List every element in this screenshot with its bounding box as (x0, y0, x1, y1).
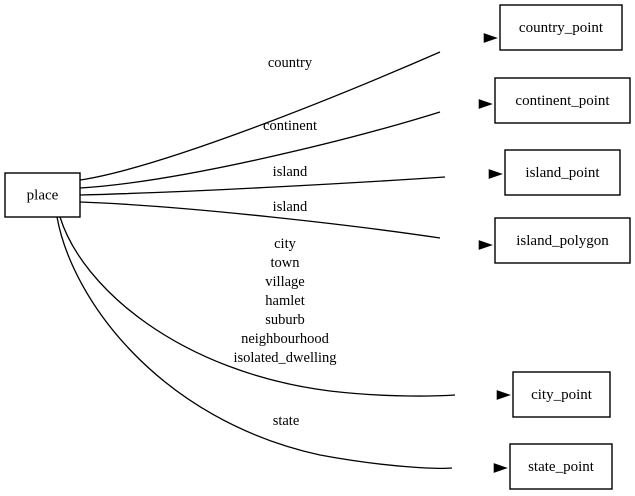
edge-continent (79, 99, 493, 189)
edge-city (59, 216, 511, 400)
edge-country-label: country (268, 55, 313, 71)
edge-state-label: state (273, 413, 300, 429)
edge-country (79, 33, 498, 181)
edge-labels-layer: country continent island island city town vill… (233, 55, 336, 429)
edge-city-label-line: isolated_dwelling (233, 350, 336, 366)
node-continent_point[interactable]: continent_point (494, 77, 631, 124)
node-city_point[interactable]: city_point (512, 371, 611, 418)
node-island_polygon-rect (494, 217, 631, 264)
node-continent_point-rect (494, 77, 631, 124)
edge-continent-arrowhead-icon (478, 99, 493, 109)
edge-island-point-arrowhead-icon (488, 169, 503, 179)
node-city_point-rect (512, 371, 611, 418)
node-state_point-rect (509, 443, 613, 490)
edge-island-polygon-arrowhead-icon (478, 240, 493, 250)
edge-island-point (79, 169, 503, 196)
edge-city-label-line: suburb (265, 312, 304, 328)
edge-city-label: city town village hamlet suburb neighbourhood… (233, 236, 336, 366)
edge-state-arrowhead-icon (493, 463, 508, 473)
edge-continent-path (79, 111, 441, 189)
edge-country-path (79, 51, 441, 181)
edge-island-polygon (79, 201, 493, 250)
edge-city-path (59, 216, 456, 397)
edge-city-label-line: village (265, 274, 304, 290)
node-island_polygon[interactable]: island_polygon (494, 217, 631, 264)
edge-city-label-line: city (274, 236, 296, 252)
node-island_point-label: island_point (525, 165, 600, 181)
nodes-layer: place country_point continent_point island_… (4, 4, 631, 490)
node-country_point-label: country_point (519, 20, 604, 36)
node-place-label: place (27, 187, 59, 203)
node-island_polygon-label: island_polygon (516, 233, 609, 249)
edges-layer (56, 33, 511, 473)
node-continent_point-label: continent_point (515, 93, 610, 109)
edge-state (56, 216, 508, 473)
node-country_point-rect (499, 4, 623, 51)
edge-country-arrowhead-icon (483, 33, 498, 43)
edge-city-arrowhead-icon (496, 390, 511, 400)
edge-state-path (56, 216, 453, 469)
edge-city-label-line: hamlet (265, 293, 304, 309)
node-place-rect (4, 172, 81, 218)
node-city_point-label: city_point (531, 387, 593, 403)
node-state_point[interactable]: state_point (509, 443, 613, 490)
node-island_point-rect (504, 149, 621, 196)
node-island_point[interactable]: island_point (504, 149, 621, 196)
edge-island-point-label: island (273, 164, 308, 180)
node-country_point[interactable]: country_point (499, 4, 623, 51)
edge-city-label-line: town (271, 255, 301, 271)
node-place[interactable]: place (4, 172, 81, 218)
edge-island-polygon-path (79, 201, 441, 239)
edge-city-label-line: neighbourhood (241, 331, 330, 347)
edge-continent-label: continent (263, 118, 317, 134)
node-state_point-label: state_point (528, 459, 595, 475)
edge-island-point-path (79, 176, 446, 196)
edge-island-polygon-label: island (273, 199, 308, 215)
